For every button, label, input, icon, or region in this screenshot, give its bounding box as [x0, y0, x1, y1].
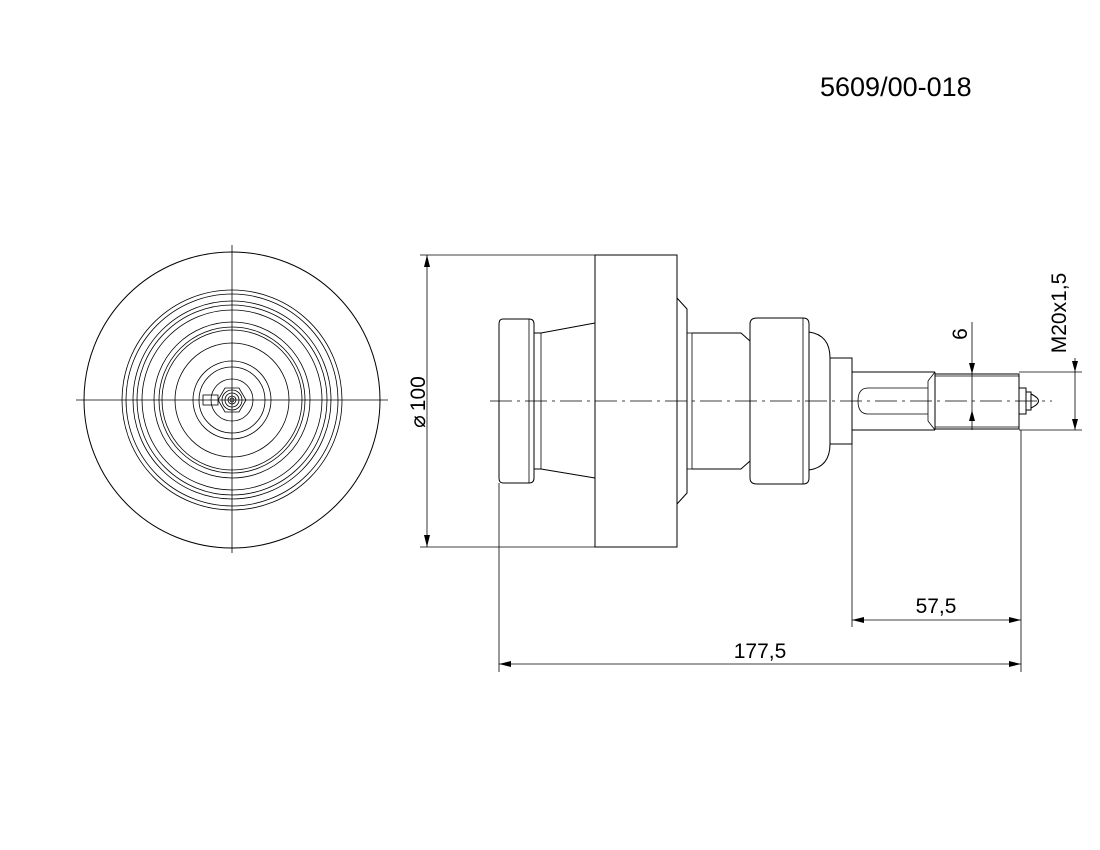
- dim-width-6: 6: [949, 328, 972, 340]
- dim-length-57-5: 57,5: [916, 595, 957, 618]
- dimensions: ⌀100 6 M20x1,5 57,5 177,5: [407, 254, 1082, 672]
- front-view: [76, 245, 388, 553]
- dim-diameter: ⌀100: [407, 376, 430, 428]
- dim-thread: M20x1,5: [1048, 273, 1071, 354]
- threaded-stud: [934, 373, 1020, 430]
- dim-length-177-5: 177,5: [734, 640, 787, 663]
- side-view: [490, 254, 1052, 548]
- part-number: 5609/00-018: [820, 72, 972, 102]
